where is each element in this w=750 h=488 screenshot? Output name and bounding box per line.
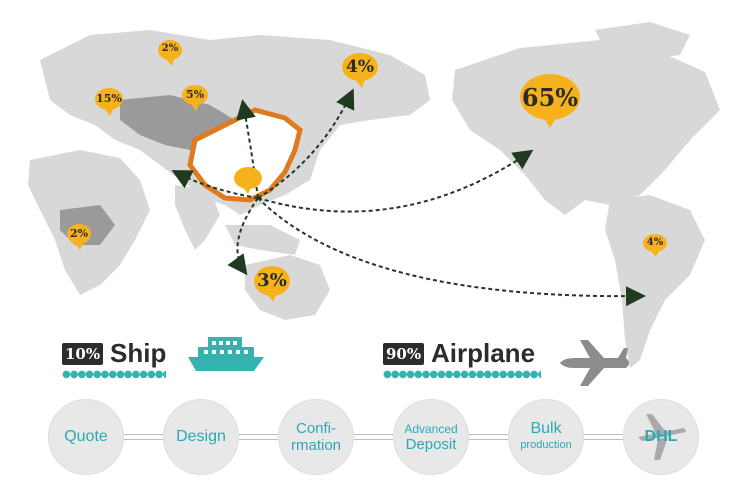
- ship-icon: [188, 337, 264, 371]
- route-to-europe: [171, 170, 259, 199]
- bubble-africa: [67, 224, 91, 244]
- bubble-south-america: [643, 234, 667, 252]
- bubble-russia: [342, 53, 378, 81]
- step-advanced-deposit-line2: Deposit: [405, 436, 457, 453]
- bubble-tail-north-america: [542, 114, 558, 128]
- southeast-asia-islands: [225, 225, 300, 255]
- bubble-north-america: [520, 74, 580, 120]
- bubbles-layer: [67, 40, 667, 302]
- step-bulk-production: Bulk production: [508, 399, 584, 475]
- step-dhl-label: DHL: [644, 428, 678, 445]
- step-advanced-deposit: Advanced Deposit: [393, 399, 469, 475]
- india-landmass: [175, 185, 220, 250]
- bubble-tail-russia: [354, 77, 366, 88]
- dhl-airplane-icon: [638, 414, 686, 460]
- connector-1: [122, 434, 166, 440]
- bubble-australia: [254, 266, 290, 296]
- label-australia: 3%: [257, 270, 287, 291]
- label-africa: 2%: [69, 227, 89, 240]
- step-quote: Quote: [48, 399, 124, 475]
- bubble-china: [234, 167, 262, 189]
- bubble-tail-east-europe: [190, 102, 200, 111]
- label-east-europe: 5%: [185, 88, 205, 101]
- route-to-australia: [227, 197, 259, 276]
- ship-percent: 10%: [62, 343, 104, 365]
- south-america-landmass: [605, 195, 705, 368]
- step-confirmation-line1: Confi-: [295, 420, 336, 437]
- route-to-north-america: [257, 149, 534, 213]
- airplane-percent: 90%: [383, 343, 425, 365]
- bubble-tail-africa: [74, 241, 84, 250]
- airplane-icon: [560, 340, 629, 386]
- connector-4: [467, 434, 511, 440]
- bubble-tail-china: [242, 185, 252, 194]
- bubble-north-europe: [158, 40, 182, 60]
- label-russia: 4%: [346, 57, 374, 77]
- bubble-tail-australia: [266, 291, 278, 302]
- airplane-label: Airplane: [431, 338, 536, 368]
- step-bulk-production-line1: Bulk: [530, 420, 562, 437]
- step-design-label: Design: [176, 428, 226, 445]
- bubble-tail-north-europe: [165, 57, 175, 66]
- step-quote-label: Quote: [64, 428, 108, 445]
- airplane-people-row: ●●●●●●●●●●●●●●●●●●●●●●●: [383, 370, 541, 380]
- bubble-west-europe: [95, 88, 123, 110]
- route-to-russia: [257, 88, 355, 199]
- connector-5: [582, 434, 626, 440]
- ship-label: Ship: [110, 338, 167, 368]
- label-north-europe: 2%: [161, 43, 179, 54]
- bubble-tail-west-europe: [104, 107, 114, 116]
- connector-3: [352, 434, 396, 440]
- ship-people-row: ●●●●●●●●●●●●●●●: [62, 370, 166, 380]
- step-dhl: DHL: [623, 399, 699, 475]
- connector-2: [237, 434, 279, 440]
- step-confirmation: Confi- rmation: [278, 399, 354, 475]
- north-america-landmass: [452, 40, 720, 215]
- step-bulk-production-line2: production: [520, 439, 572, 451]
- step-confirmation-line2: rmation: [290, 437, 342, 454]
- label-west-europe: 15%: [96, 92, 122, 105]
- label-north-america: 65%: [521, 83, 579, 112]
- bubble-east-europe: [182, 85, 208, 105]
- greenland-landmass: [595, 22, 690, 60]
- label-south-america: 4%: [646, 237, 664, 248]
- step-design: Design: [163, 399, 239, 475]
- bubble-tail-south-america: [650, 249, 660, 257]
- step-advanced-deposit-line1: Advanced: [404, 422, 458, 436]
